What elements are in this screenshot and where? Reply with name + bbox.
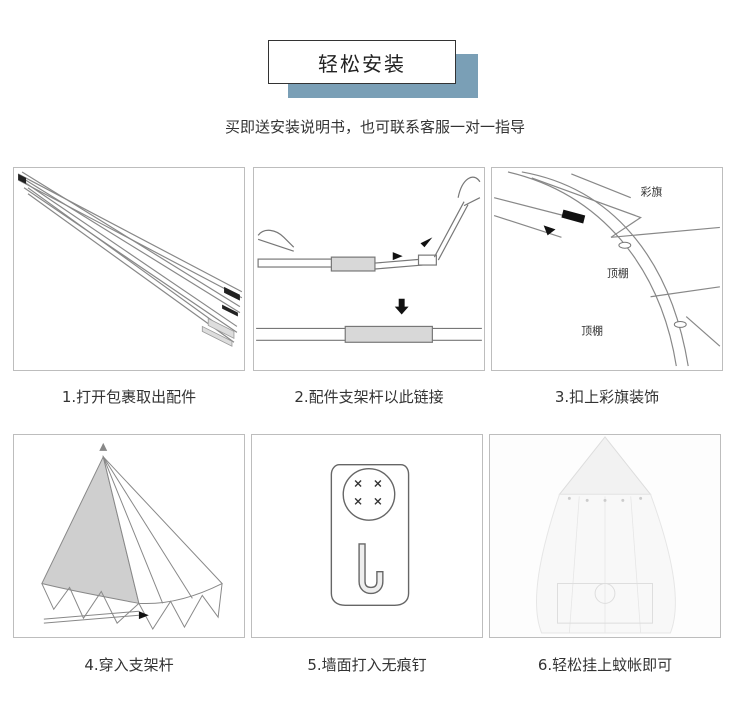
section-title: 轻松安装 — [268, 40, 478, 100]
page-title: 轻松安装 — [268, 40, 456, 84]
step-4-caption: 4.穿入支架杆 — [84, 656, 174, 674]
step-3-caption: 3.扣上彩旗装饰 — [554, 388, 660, 406]
step-5-image — [251, 434, 483, 638]
support-rods-illustration — [17, 171, 243, 347]
label-canopy-1: 顶棚 — [607, 266, 629, 280]
rod-connection-illustration — [256, 176, 482, 343]
step-5-caption: 5.墙面打入无痕钉 — [307, 656, 427, 674]
step-6-caption: 6.轻松挂上蚊帐即可 — [537, 656, 673, 674]
step-1-caption: 1.打开包裹取出配件 — [61, 388, 197, 406]
wall-hook-illustration — [330, 464, 410, 607]
step-1-image — [13, 167, 245, 371]
label-pennant: 彩旗 — [641, 185, 663, 199]
pennant-decoration-illustration: 彩旗 顶棚 顶棚 — [493, 171, 721, 367]
step-4-image — [13, 434, 245, 638]
step-2-image — [253, 167, 485, 371]
label-canopy-2: 顶棚 — [581, 323, 603, 337]
finished-canopy-photo — [490, 435, 720, 637]
step-6-image — [489, 434, 721, 638]
step-2-caption: 2.配件支架杆以此链接 — [294, 388, 444, 406]
insert-rod-illustration — [41, 442, 223, 631]
page-subtitle: 买即送安装说明书，也可联系客服一对一指导 — [224, 118, 525, 136]
step-3-image: 彩旗 顶棚 顶棚 — [491, 167, 723, 371]
